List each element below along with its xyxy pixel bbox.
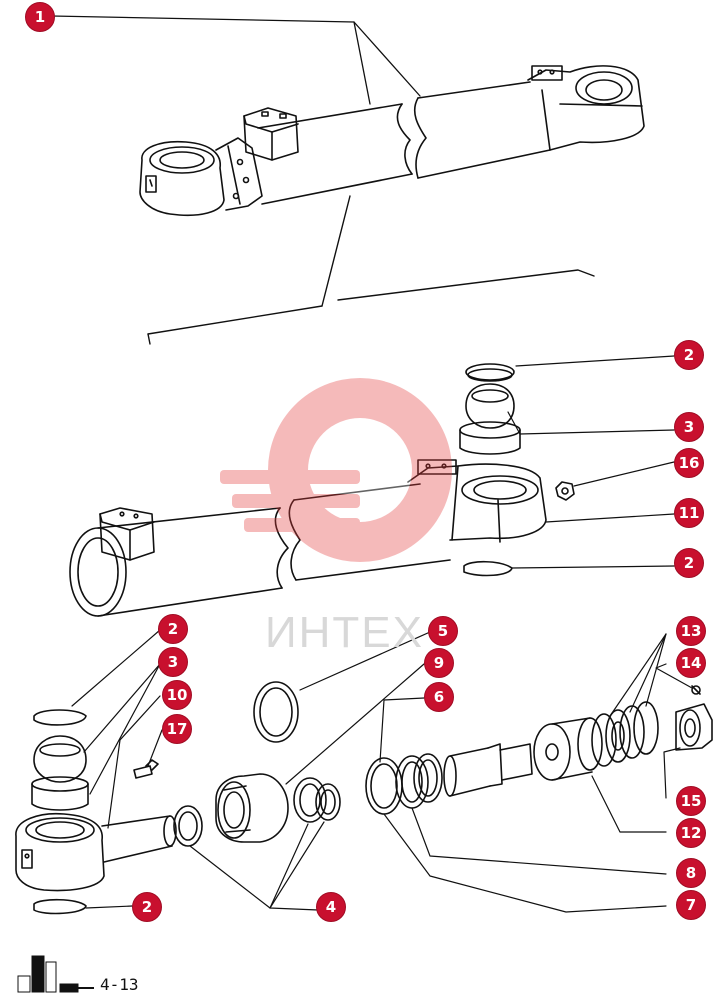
callout-1[interactable]: 1	[25, 2, 55, 32]
callout-10[interactable]: 10	[162, 680, 192, 710]
assembled-cylinder	[139, 65, 645, 217]
watermark-logo	[220, 378, 452, 562]
gland-and-seals	[173, 681, 341, 847]
leader-lines	[71, 355, 693, 913]
callout-12[interactable]: 12	[676, 818, 706, 848]
callout-16[interactable]: 16	[674, 448, 704, 478]
callout-4[interactable]: 4	[316, 892, 346, 922]
rod-end-assembly	[15, 709, 177, 915]
callout-9[interactable]: 9	[424, 648, 454, 678]
callout-2[interactable]: 2	[674, 340, 704, 370]
callout-2[interactable]: 2	[674, 548, 704, 578]
callout-3[interactable]: 3	[158, 647, 188, 677]
callout-17[interactable]: 17	[162, 714, 192, 744]
section-icon	[17, 955, 94, 993]
callout-15[interactable]: 15	[676, 786, 706, 816]
cylinder-barrel	[69, 459, 547, 617]
watermark-text: ИНТЕХ	[265, 608, 424, 657]
section-break	[147, 195, 595, 345]
callout-8[interactable]: 8	[676, 858, 706, 888]
callout-6[interactable]: 6	[424, 682, 454, 712]
callout-5[interactable]: 5	[428, 616, 458, 646]
callout-14[interactable]: 14	[676, 648, 706, 678]
callout-7[interactable]: 7	[676, 890, 706, 920]
callout-2[interactable]: 2	[158, 614, 188, 644]
page-number: 4-13	[100, 975, 139, 994]
leader-lines-callout-1	[51, 15, 421, 105]
upper-ball-joint-parts	[459, 363, 575, 577]
piston-assembly	[365, 685, 713, 815]
callout-2[interactable]: 2	[132, 892, 162, 922]
callout-13[interactable]: 13	[676, 616, 706, 646]
callout-11[interactable]: 11	[674, 498, 704, 528]
callout-3[interactable]: 3	[674, 412, 704, 442]
